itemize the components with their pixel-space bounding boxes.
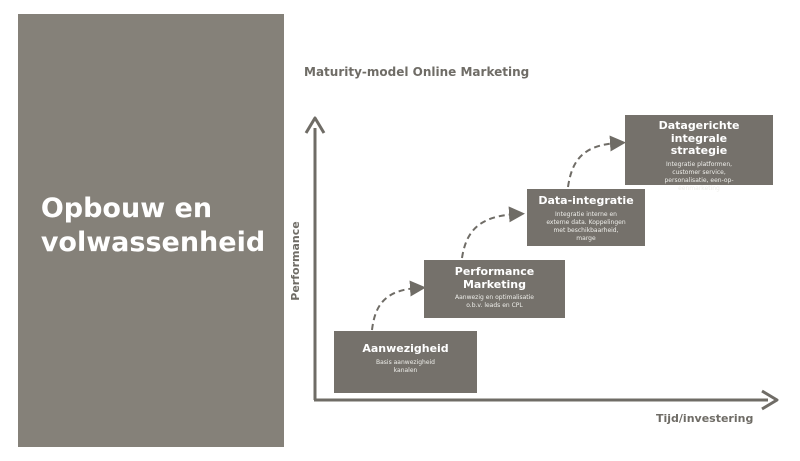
stage-description-line: eenmarketing — [678, 185, 720, 193]
side-title-line-2: volwassenheid — [40, 226, 266, 258]
connector-2 — [461, 206, 525, 259]
x-axis-label: Tijd/investering — [656, 412, 754, 425]
stage-title: Aanwezigheid — [362, 342, 449, 355]
y-axis-label: Performance — [289, 221, 302, 301]
side-panel: Opbouw en volwassenheid — [18, 14, 284, 447]
diagram-title: Maturity-model Online Marketing — [304, 65, 530, 79]
stage-performance-marketing: Performance Marketing Aanwezig en optima… — [424, 260, 565, 318]
stage-description-line: met beschikbaarheid, — [553, 226, 619, 234]
stage-description-line: Integratie interne en — [555, 210, 617, 218]
stage-description-line: o.b.v. leads en CPL — [466, 302, 523, 310]
stage-aanwezigheid: Aanwezigheid Basis aanwezigheid kanalen — [334, 331, 477, 393]
stage-data-integratie: Data-integratie Integratie interne en ex… — [527, 189, 645, 246]
side-title-line-1: Opbouw en — [40, 192, 213, 224]
stage-datagerichte-integrale-strategie: Datagerichte integrale strategie Integra… — [625, 115, 773, 192]
stage-description-line: marge — [576, 234, 596, 242]
connector-1 — [371, 280, 426, 331]
side-panel-title: Opbouw en volwassenheid — [37, 192, 265, 260]
stage-description-line: Basis aanwezigheid — [376, 358, 435, 366]
connector-3 — [567, 135, 626, 188]
stage-description-line: kanalen — [393, 366, 418, 374]
x-axis-arrowhead — [761, 389, 779, 411]
stage-description-line: Aanwezig en optimalisatie — [455, 294, 534, 302]
stage-description-line: Integratie platformen, — [665, 160, 733, 168]
stage-title-line-2: Marketing — [462, 277, 526, 291]
stage-title-line-1: Performance — [454, 265, 535, 278]
stage-description-line: personalisatie, een-op- — [664, 177, 734, 185]
stage-description-line: customer service, — [672, 169, 726, 177]
stage-title-line-1: Datagerichte integrale — [658, 119, 740, 145]
y-axis-arrowhead — [304, 116, 326, 134]
stage-description-line: externe data. Koppelingen — [546, 218, 626, 226]
stage-title-line-2: strategie — [670, 144, 728, 158]
stage-title: Data-integratie — [538, 194, 634, 207]
